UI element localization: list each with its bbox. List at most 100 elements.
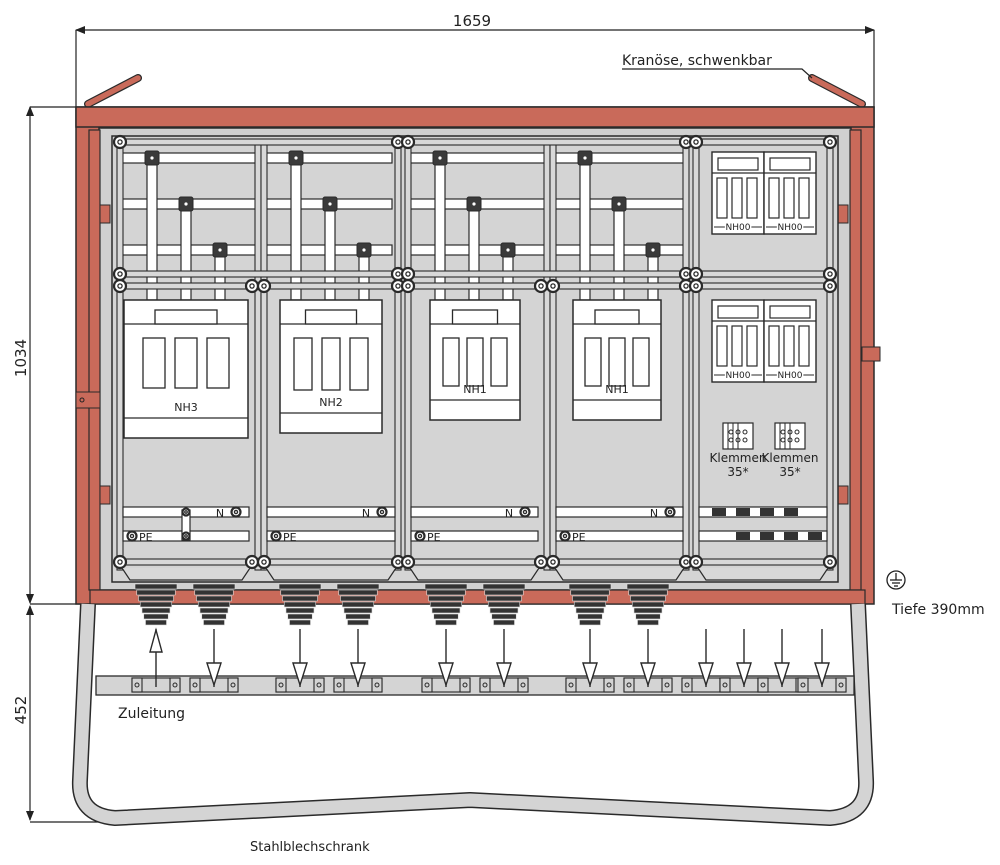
fuse-cartridge xyxy=(731,177,743,219)
mounting-rail-horizontal xyxy=(116,558,834,566)
nh00-fuse: NH00 xyxy=(763,299,817,383)
screw-icon xyxy=(112,134,128,150)
screw-icon xyxy=(688,266,704,282)
mounting-rail-vertical xyxy=(260,141,268,571)
base-frame xyxy=(71,603,875,826)
screw-icon xyxy=(688,134,704,150)
drawing-title: Stahlblechschrank xyxy=(250,840,370,855)
nh00-label: NH00 xyxy=(778,371,803,381)
dimension-width-label: 1659 xyxy=(453,12,491,30)
screw-icon xyxy=(688,554,704,570)
fuse-cartridge xyxy=(716,325,728,367)
dimension-height-label: 1034 xyxy=(12,339,30,377)
mounting-rail-vertical xyxy=(682,141,690,571)
screw-icon xyxy=(112,554,128,570)
cable-gland-icon xyxy=(626,583,670,626)
cable-glands xyxy=(121,567,829,626)
crane-eye-label: Kranöse, schwenkbar xyxy=(622,53,772,69)
arrow-down-icon xyxy=(350,629,366,688)
screw-icon xyxy=(400,278,416,294)
hinge xyxy=(75,391,101,409)
gland-plate xyxy=(697,567,829,581)
neutral-label: N xyxy=(216,507,224,520)
cable-direction-arrows xyxy=(149,627,830,688)
busbar-clamp-icon xyxy=(577,150,593,166)
fuse-cartridge xyxy=(174,337,198,389)
gland-plate xyxy=(265,567,397,581)
screw-icon xyxy=(664,506,676,518)
screw-icon xyxy=(822,134,838,150)
screw-icon xyxy=(256,278,272,294)
cable-gland-icon xyxy=(134,583,178,626)
screw-icon xyxy=(519,506,531,518)
fuse-label: NH1 xyxy=(605,383,629,396)
fuse-cartridge xyxy=(746,177,758,219)
cable-gland-icon xyxy=(482,583,526,626)
fuse-cartridge xyxy=(798,177,810,219)
busbar-clamp-icon xyxy=(356,242,372,258)
fuse-unit: NH2 xyxy=(279,299,383,434)
screw-icon xyxy=(256,554,272,570)
pe-rail xyxy=(410,530,539,542)
screw-icon xyxy=(390,554,406,570)
arrow-down-icon xyxy=(736,629,752,688)
screw-icon xyxy=(181,531,191,541)
nh00-fuse: NH00 xyxy=(711,151,765,235)
busbar-dropper xyxy=(290,157,302,301)
ground-symbol-icon xyxy=(886,570,906,590)
screw-icon xyxy=(822,554,838,570)
screw-icon xyxy=(400,134,416,150)
arrow-down-icon xyxy=(640,629,656,688)
pe-label: PE xyxy=(427,531,441,544)
screw-icon xyxy=(414,530,426,542)
fuse-unit: NH3 xyxy=(123,299,249,439)
terminal xyxy=(736,532,750,540)
feed-label: Zuleitung xyxy=(118,706,185,722)
nh00-label: NH00 xyxy=(726,371,751,381)
screw-icon xyxy=(400,266,416,282)
fuse-cartridge xyxy=(783,325,795,367)
fuse-cartridge xyxy=(716,177,728,219)
busbar-clamp-icon xyxy=(212,242,228,258)
mounting-rail-vertical xyxy=(254,141,262,571)
fuse-cartridge xyxy=(442,337,460,387)
fuse-cartridge xyxy=(746,325,758,367)
mounting-rail-vertical xyxy=(404,141,412,571)
fuse-unit: NH1 xyxy=(429,299,521,421)
terminal xyxy=(808,532,822,540)
gland-plate xyxy=(121,567,251,581)
pe-label: PE xyxy=(283,531,297,544)
dimension-width: 1659 xyxy=(75,12,875,108)
screw-icon xyxy=(181,507,191,517)
fuse-cartridge xyxy=(142,337,166,389)
pe-label: PE xyxy=(139,531,153,544)
crane-eye-right xyxy=(808,74,866,108)
busbar-dropper xyxy=(146,157,158,301)
fuse-label: NH3 xyxy=(174,401,198,414)
nh00-fuse: NH00 xyxy=(763,151,817,235)
fuse-label: NH2 xyxy=(319,396,343,409)
arrow-up-icon xyxy=(149,627,163,687)
arrow-down-icon xyxy=(206,629,222,688)
mounting-rail-vertical xyxy=(549,141,557,571)
mounting-rail-horizontal xyxy=(116,270,834,278)
busbar-clamp-icon xyxy=(322,196,338,212)
screw-icon xyxy=(533,554,549,570)
neutral-label: N xyxy=(362,507,370,520)
terminal xyxy=(712,508,726,516)
screw-icon xyxy=(822,266,838,282)
nh00-label: NH00 xyxy=(778,223,803,233)
pe-rail xyxy=(266,530,396,542)
terminal xyxy=(784,508,798,516)
screw-icon xyxy=(400,554,416,570)
cable-gland-icon xyxy=(568,583,612,626)
screw-icon xyxy=(112,266,128,282)
screw-icon xyxy=(545,278,561,294)
screw-icon xyxy=(376,506,388,518)
busbar-clamp-icon xyxy=(178,196,194,212)
mounting-rail-vertical xyxy=(692,141,700,571)
fuse-cartridge xyxy=(490,337,508,387)
terminal xyxy=(736,508,750,516)
